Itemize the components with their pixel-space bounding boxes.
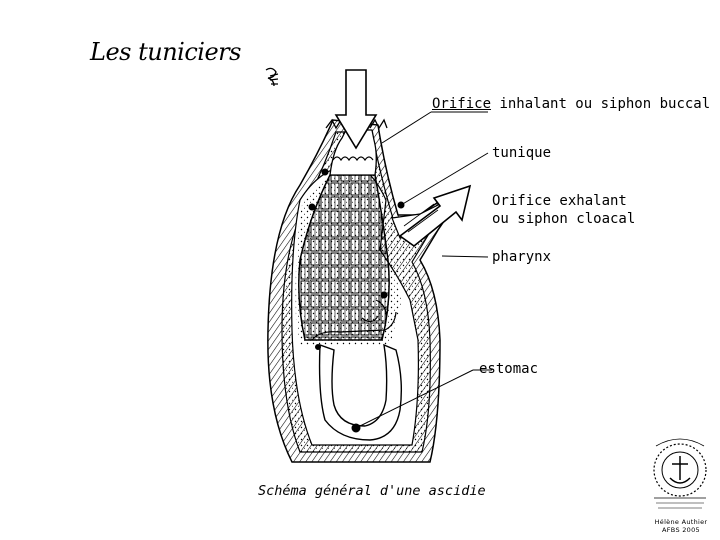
credit-author: Hélène Authier <box>651 518 711 526</box>
figure-caption: Schéma général d'une ascidie <box>258 483 486 499</box>
label-siphon-buccal-word: Orifice <box>432 96 491 112</box>
label-siphon-cloacal: Orifice exhalant ou siphon cloacal <box>492 192 635 228</box>
label-tunique: tunique <box>492 144 551 162</box>
label-siphon-buccal-rest: inhalant ou siphon buccal <box>491 96 710 112</box>
label-pharynx: pharynx <box>492 248 551 266</box>
society-seal-logo <box>654 439 706 508</box>
credit-org: AFBS 2005 <box>651 526 711 534</box>
label-siphon-cloacal-line2: ou siphon cloacal <box>492 210 635 228</box>
ascidian-sketch-icon <box>266 68 278 86</box>
credit-block: Hélène Authier AFBS 2005 <box>651 518 711 534</box>
label-siphon-buccal: Orifice inhalant ou siphon buccal <box>432 95 710 113</box>
label-estomac: estomac <box>479 360 538 378</box>
label-siphon-cloacal-line1: Orifice exhalant <box>492 192 635 210</box>
